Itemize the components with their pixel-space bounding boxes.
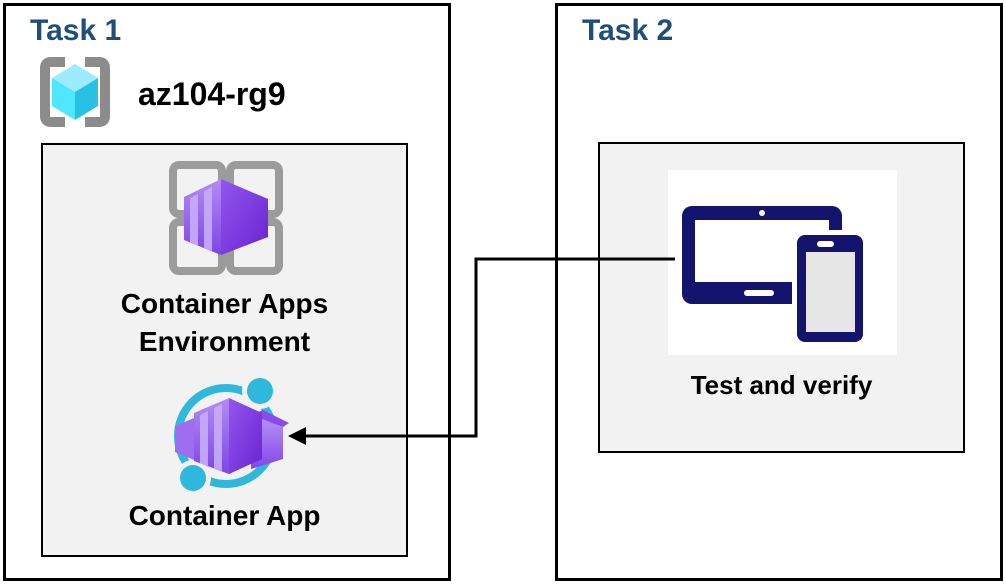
test-and-verify-label: Test and verify [690, 370, 873, 400]
container-app-icon [167, 373, 289, 502]
container-app-label: Container App [128, 500, 321, 531]
container-apps-environment-label: Container Apps Environment [120, 288, 329, 357]
resource-group-name: az104-rg9 [138, 76, 286, 112]
resource-group: az104-rg9 [34, 55, 286, 134]
tablet-and-phone-icon [668, 206, 897, 359]
resource-group-icon [34, 55, 116, 134]
task2-title: Task 2 [582, 14, 674, 47]
task1-title: Task 1 [30, 14, 122, 47]
devices-icon-background [668, 170, 897, 355]
container-apps-environment-icon [163, 155, 289, 290]
